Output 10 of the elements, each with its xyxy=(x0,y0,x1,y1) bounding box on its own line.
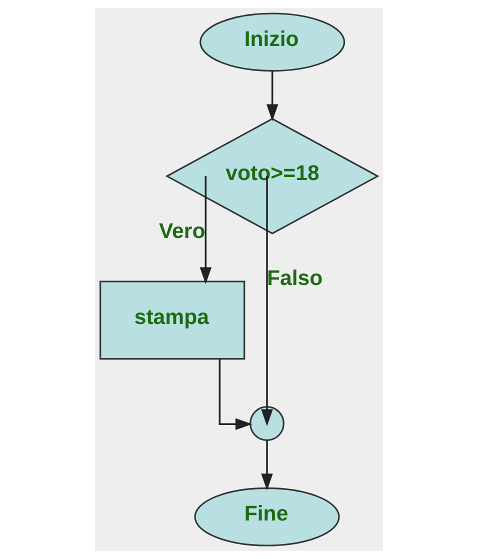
arrow xyxy=(200,176,212,284)
node-ellipse: Inizio xyxy=(200,12,346,72)
edge-label: Falso xyxy=(267,266,323,290)
arrow xyxy=(261,440,273,490)
arrow xyxy=(266,71,278,122)
arrow xyxy=(218,358,252,430)
node-box: stampa xyxy=(100,280,246,360)
node-ellipse: Fine xyxy=(194,487,340,546)
node-circle xyxy=(250,406,284,441)
arrow xyxy=(261,176,273,426)
